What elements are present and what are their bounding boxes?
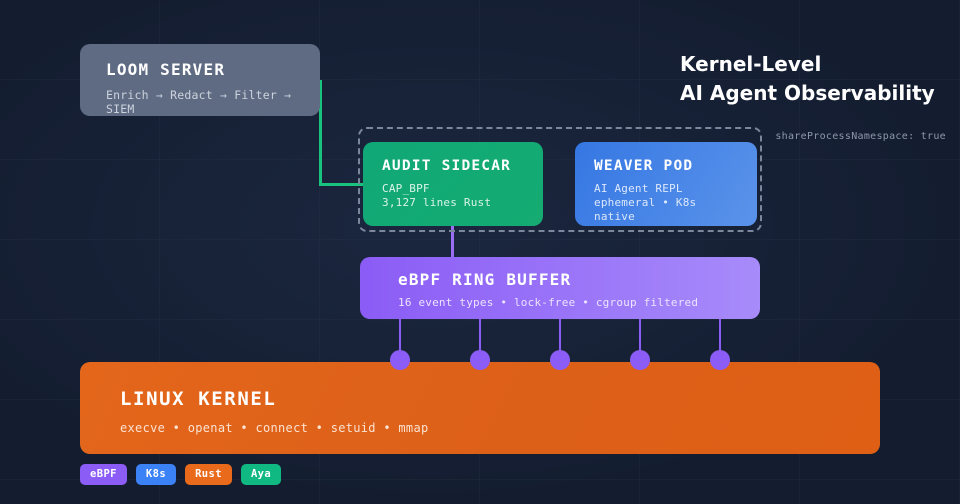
badge-k8s[interactable]: K8s xyxy=(135,464,177,485)
kernel-probe-dot-5 xyxy=(710,350,730,370)
node-linux-kernel[interactable]: LINUX KERNEL execve • openat • connect •… xyxy=(80,362,880,454)
linux-kernel-subtitle: execve • openat • connect • setuid • mma… xyxy=(120,421,429,435)
kernel-probe-line-5 xyxy=(719,319,721,361)
loom-server-title: LOOM SERVER xyxy=(106,60,226,79)
connector-loom-vertical xyxy=(319,80,322,186)
ring-buffer-title: eBPF RING BUFFER xyxy=(398,270,572,289)
kernel-probe-dot-1 xyxy=(390,350,410,370)
node-weaver-pod[interactable]: WEAVER POD AI Agent REPL ephemeral • K8s… xyxy=(575,142,757,226)
node-audit-sidecar[interactable]: AUDIT SIDECAR CAP_BPF 3,127 lines Rust xyxy=(363,142,543,226)
pod-boundary xyxy=(358,127,762,232)
connector-sidecar-to-ringbuffer xyxy=(451,226,454,259)
kernel-probe-line-2 xyxy=(479,319,481,361)
kernel-probe-line-4 xyxy=(639,319,641,361)
loom-server-subtitle: Enrich → Redact → Filter → SIEM xyxy=(106,88,292,116)
kernel-probe-dot-3 xyxy=(550,350,570,370)
kernel-probe-dot-4 xyxy=(630,350,650,370)
linux-kernel-title: LINUX KERNEL xyxy=(120,388,277,410)
weaver-pod-title: WEAVER POD xyxy=(594,158,694,174)
ring-buffer-subtitle: 16 event types • lock-free • cgroup filt… xyxy=(398,296,699,309)
tech-badge-list: eBPF K8s Rust Aya xyxy=(80,464,282,485)
kernel-probe-line-3 xyxy=(559,319,561,361)
badge-ebpf[interactable]: eBPF xyxy=(80,464,127,485)
kernel-probe-dot-2 xyxy=(470,350,490,370)
audit-sidecar-subtitle: CAP_BPF 3,127 lines Rust xyxy=(382,182,492,209)
node-ebpf-ring-buffer[interactable]: eBPF RING BUFFER 16 event types • lock-f… xyxy=(360,257,760,319)
badge-rust[interactable]: Rust xyxy=(185,464,232,485)
connector-loom-horizontal xyxy=(319,183,367,186)
pod-boundary-label: shareProcessNamespace: true xyxy=(775,131,946,142)
page-title: Kernel-Level AI Agent Observability xyxy=(680,52,935,105)
badge-aya[interactable]: Aya xyxy=(240,464,282,485)
kernel-probe-line-1 xyxy=(399,319,401,361)
node-loom-server[interactable]: LOOM SERVER Enrich → Redact → Filter → S… xyxy=(80,44,320,116)
weaver-pod-subtitle: AI Agent REPL ephemeral • K8s native xyxy=(594,182,697,223)
audit-sidecar-title: AUDIT SIDECAR xyxy=(382,158,512,174)
